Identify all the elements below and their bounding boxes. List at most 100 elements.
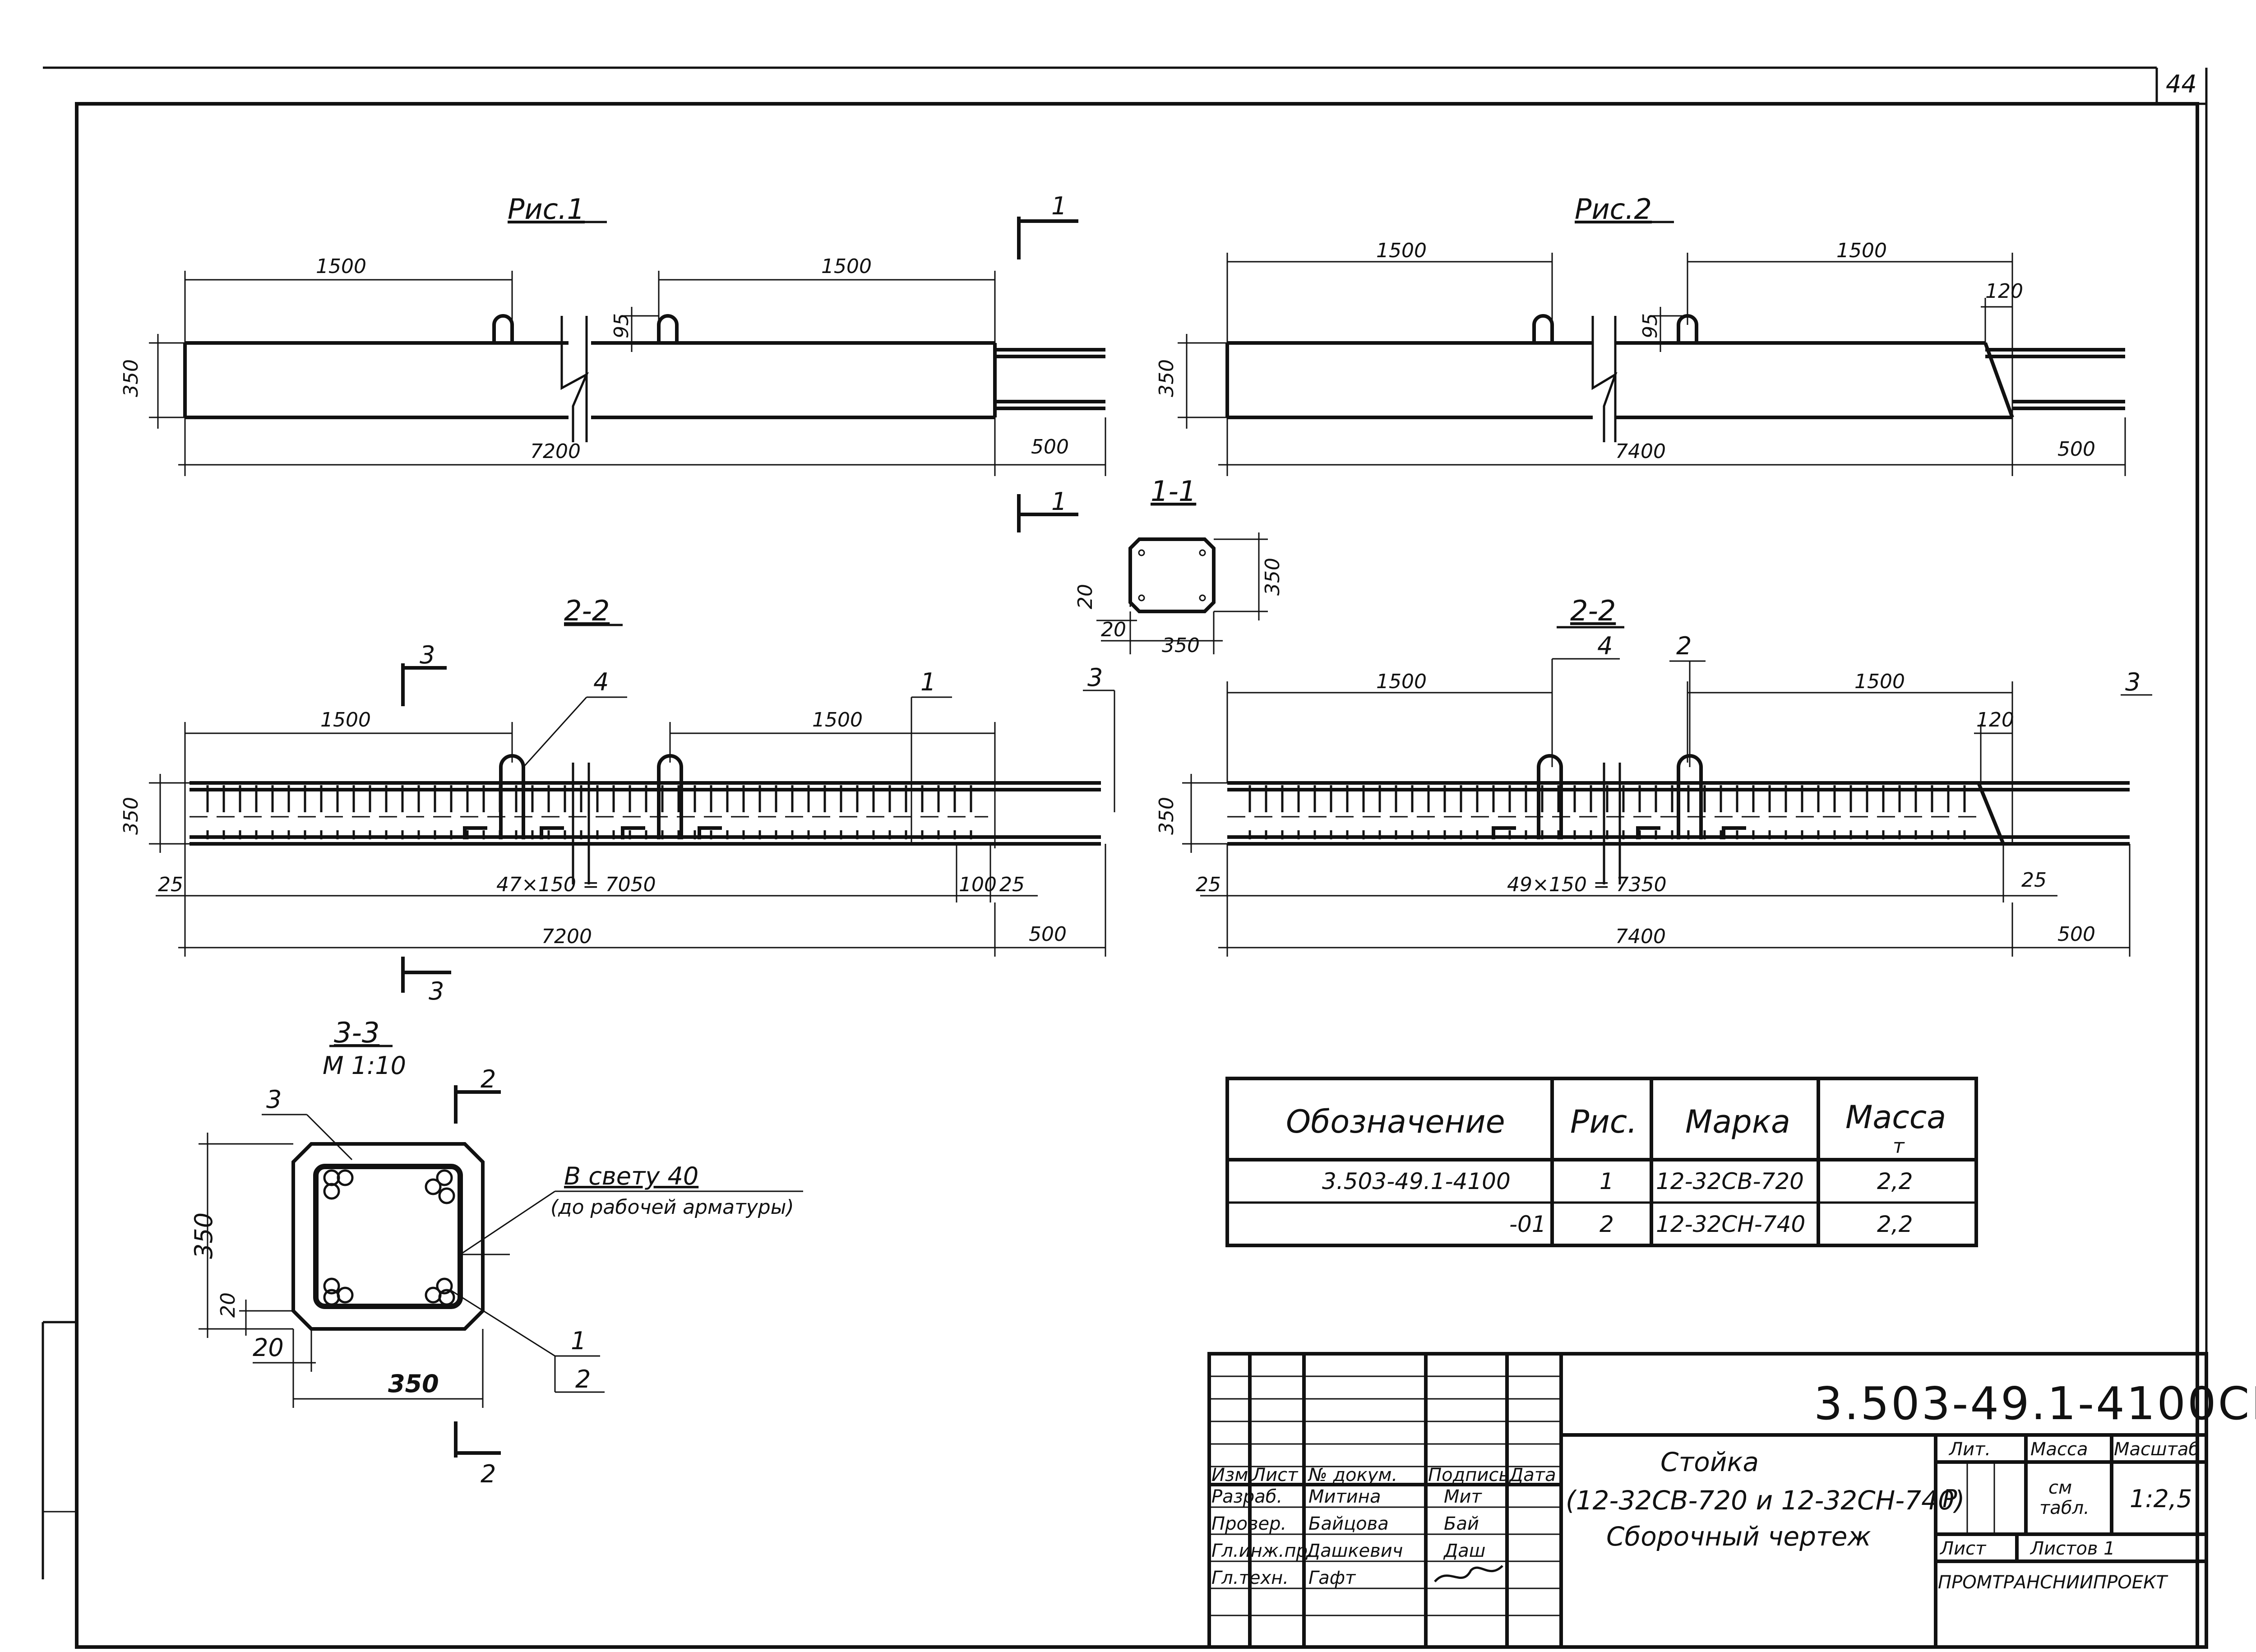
section-3-3-height: 350 [190, 1212, 218, 1259]
section-2-2-right-bevel: 120 [1976, 708, 2014, 731]
spec-row1-designation: 3.503-49.1-4100 [1322, 1168, 1511, 1194]
fig1-outlet: 500 [1031, 435, 1069, 458]
section-3-3-callout-1: 1 [571, 1327, 586, 1355]
fig2-height: 350 [1155, 359, 1178, 397]
title-block-code: 3.503-49.1-4100СБ [1814, 1377, 2256, 1430]
section-2-2-left-edge-left: 25 [158, 873, 183, 896]
section-2-2-right-title: 2-2 [1570, 594, 1616, 627]
section-2-2-left-outlet: 500 [1029, 923, 1067, 946]
title-block-sign-3: Даш [1443, 1541, 1485, 1561]
section-1-1-width: 350 [1162, 634, 1200, 657]
title-block-mass-value-2: табл. [2039, 1498, 2090, 1518]
section-3-3-width: 350 [388, 1370, 439, 1398]
fig1-dimensions [149, 271, 1106, 476]
title-block-drawing-type: Сборочный чертеж [1606, 1521, 1871, 1552]
section-2-2-left-height: 350 [120, 797, 143, 835]
section-3-3-cover-b: 20 [253, 1333, 284, 1362]
section-1-marks [1017, 217, 1078, 532]
section-2-2-right-stirrups [1248, 785, 1966, 839]
section-2-2-left-callout-3: 3 [1087, 663, 1103, 692]
rebar-circle [436, 1169, 453, 1186]
section-3-3: 3-3 М 1:10 [199, 1016, 803, 1458]
spec-table [1225, 1077, 1978, 1247]
title-block-role-3: Гл.инж.пр. [1211, 1541, 1313, 1561]
title-block-scale-label: Масштаб [2114, 1439, 2200, 1460]
title-block-name-1: Митина [1308, 1486, 1381, 1507]
fig2-outlet: 500 [2057, 438, 2095, 461]
rebar-circle [323, 1169, 340, 1186]
title-block-mass-value-1: см [2048, 1477, 2072, 1498]
title-block-sign-1: Мит [1444, 1486, 1483, 1507]
rebar-circle [337, 1169, 354, 1186]
spec-row2-figure: 2 [1600, 1211, 1614, 1237]
section-2-2-left-mark-3-bottom: 3 [429, 977, 444, 1005]
title-block-scale-value: 1:2,5 [2130, 1485, 2192, 1513]
spec-row1-figure: 1 [1600, 1168, 1614, 1194]
fig1-title: Рис.1 [508, 193, 585, 226]
section-2-2-right: 2-2 [1182, 594, 2152, 957]
spec-header-mass: Масса [1845, 1099, 1946, 1136]
figure-1: Рис.1 [120, 192, 1106, 532]
section-2-2-left-dim-right: 1500 [812, 708, 863, 731]
section-2-2-left-loop-1 [499, 754, 525, 839]
section-2-2-left-callout-1: 1 [920, 668, 936, 696]
fig1-loop-height: 95 [610, 313, 633, 338]
section-2-2-right-callout-4: 4 [1597, 632, 1613, 660]
section-2-2-right-length: 7400 [1615, 925, 1666, 948]
rebar-circle [438, 1289, 455, 1306]
section-2-2-right-stirrups-text: 49×150 = 7350 [1507, 873, 1667, 896]
section-2-2-right-loop-2 [1677, 754, 1703, 839]
section-3-3-callout-2: 2 [575, 1365, 591, 1393]
fig2-length: 7400 [1615, 440, 1666, 463]
fig2-lifting-loop-left [1532, 314, 1554, 343]
title-block [1207, 1352, 2208, 1649]
title-block-name-4: Гафт [1308, 1568, 1356, 1588]
title-block-col-sign: Подпись [1428, 1465, 1509, 1485]
title-block-lit-label: Лит. [1948, 1439, 1991, 1460]
fig2-bevel: 120 [1985, 280, 2023, 303]
section-2-2-right-edge-left: 25 [1196, 873, 1221, 896]
rebar-circle [425, 1178, 442, 1195]
section-2-2-right-callout-3: 3 [2125, 668, 2140, 696]
section-3-3-note-line1: В свету 40 [564, 1162, 698, 1190]
figure-2: Рис.2 [1155, 193, 2126, 476]
title-block-signature-4 [1434, 1565, 1503, 1583]
rebar-circle [438, 1187, 455, 1204]
title-block-role-4: Гл.техн. [1211, 1568, 1289, 1588]
rebar-circle [323, 1183, 340, 1200]
section-3-3-title: 3-3 [334, 1016, 379, 1049]
title-block-col-list: Лист [1251, 1465, 1299, 1485]
section-3-3-callout-3: 3 [266, 1085, 282, 1114]
rebar-circle [337, 1286, 354, 1304]
section-2-2-left-dim-left: 1500 [320, 708, 371, 731]
section-1-mark-bottom: 1 [1051, 487, 1067, 516]
section-2-2-left-stirrups-text: 47×150 = 7050 [496, 873, 656, 896]
title-block-sign-2: Бай [1444, 1513, 1479, 1534]
section-3-3-cut-mark-bottom: 2 [481, 1460, 496, 1488]
title-block-col-date: Дата [1508, 1465, 1556, 1485]
title-block-sheet-label: Лист [1939, 1538, 1987, 1559]
fig1-dim-right: 1500 [821, 255, 872, 278]
title-block-role-1: Разраб. [1211, 1486, 1282, 1507]
title-block-name-2: Байцова [1308, 1513, 1389, 1534]
spec-header-mass-unit: т [1893, 1135, 1905, 1158]
section-2-2-left-edge-right: 25 [999, 873, 1025, 896]
spec-header-designation: Обозначение [1286, 1103, 1505, 1140]
section-2-2-right-dim-right: 1500 [1854, 670, 1905, 693]
section-1-1-cover-bottom: 20 [1101, 618, 1126, 641]
section-2-2-left-end-spacing: 100 [959, 873, 997, 896]
title-block-col-doc: № докум. [1308, 1465, 1397, 1485]
fig2-title: Рис.2 [1575, 193, 1652, 226]
section-2-2-right-callout-2: 2 [1676, 632, 1692, 660]
fig1-dim-left: 1500 [316, 255, 366, 278]
spec-row2-mark: 12-32СН-740 [1656, 1211, 1805, 1237]
title-block-name-3: Дашкевич [1305, 1541, 1403, 1561]
fig2-dim-left: 1500 [1376, 239, 1427, 262]
fig2-dimensions [1178, 253, 2126, 476]
fig1-length: 7200 [530, 440, 581, 463]
section-2-2-left-length: 7200 [541, 925, 592, 948]
section-2-2-left-callout-4: 4 [593, 668, 609, 696]
section-3-3-note-line2: (до рабочей арматуры) [550, 1196, 794, 1219]
rebar-circle [425, 1286, 442, 1304]
